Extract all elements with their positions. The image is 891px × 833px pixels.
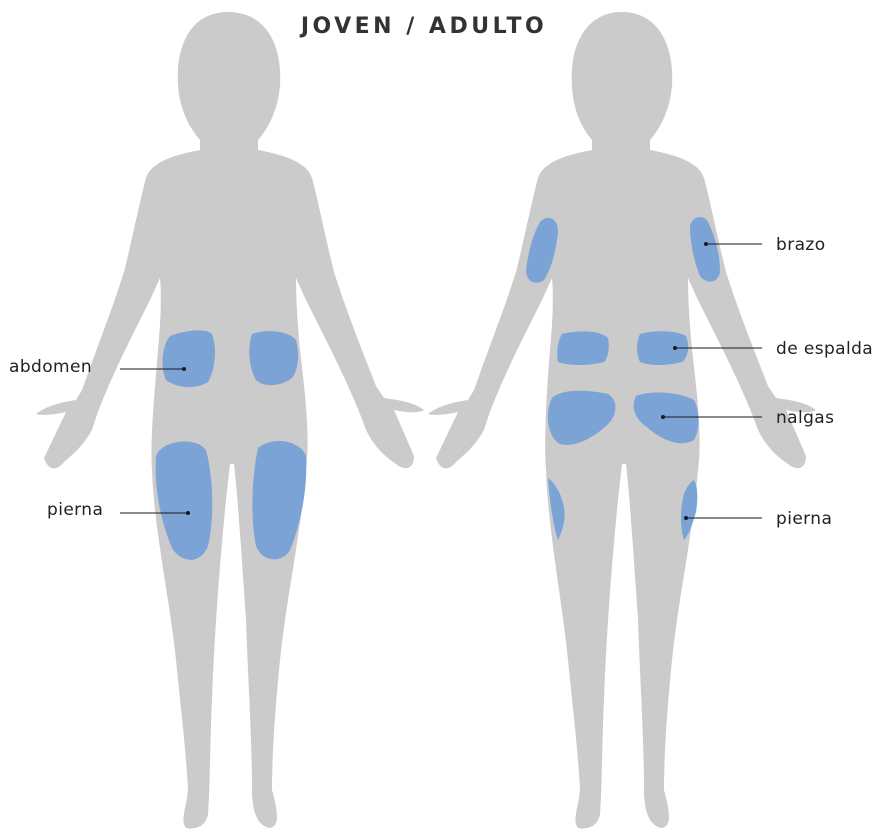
front-body-silhouette <box>36 12 424 828</box>
back-body-silhouette <box>428 12 816 828</box>
front-abdomen-marker <box>182 367 186 371</box>
front-leg-marker <box>186 511 190 515</box>
front-abdomen-left-site <box>163 330 215 387</box>
back-arm-label: brazo <box>776 235 826 255</box>
front-body-figure: abdomen pierna <box>9 12 424 828</box>
back-arm-marker <box>704 242 708 246</box>
back-leg-label: pierna <box>776 509 832 529</box>
back-buttocks-label: nalgas <box>776 408 834 428</box>
back-leg-marker <box>684 516 688 520</box>
back-body-figure: brazo de espalda nalgas pierna <box>428 12 873 828</box>
front-leg-label: pierna <box>47 500 103 520</box>
front-abdomen-right-site <box>249 331 298 385</box>
back-lower-back-label: de espalda <box>776 339 873 359</box>
back-lower-back-left-site <box>557 331 609 365</box>
front-abdomen-label: abdomen <box>9 357 92 377</box>
front-leg-right-site <box>252 441 306 559</box>
back-buttocks-marker <box>661 415 665 419</box>
back-lower-back-marker <box>673 346 677 350</box>
diagram-title: JOVEN / ADULTO <box>299 14 547 39</box>
